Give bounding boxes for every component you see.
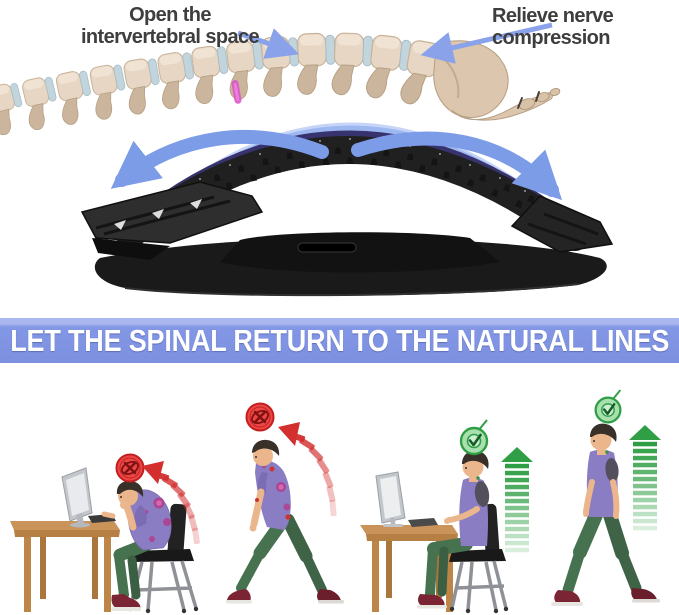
callout-line: Relieve nerve [492,5,614,27]
office-chair [127,503,199,614]
computer-monitor-icon [61,467,116,528]
left-curved-arrow-icon [110,130,329,189]
x-circle-icon [115,453,145,483]
green-up-arrow-icon [501,447,533,553]
left-callout-arrow-icon [237,28,300,59]
callout-line: Open the [129,4,211,26]
right-callout-arrow-icon [420,22,553,64]
green-up-arrow-icon [629,425,661,531]
adjustment-ratchet [80,181,264,260]
person-good-walking [551,423,660,606]
check-circle-icon [594,388,622,424]
posture-scene-bad-walking [226,402,344,604]
banner: LET THE SPINAL RETURN TO THE NATURAL LIN… [0,318,679,363]
highlighted-disc [231,80,242,104]
right-curved-arrow-icon [351,131,563,201]
callout-relieve-nerve: Relieve nerve compression [492,5,672,50]
back-stretcher-device [80,122,614,297]
banner-text: LET THE SPINAL RETURN TO THE NATURAL LIN… [10,322,669,358]
computer-monitor-icon [375,471,438,527]
callout-open-space: Open the intervertebral space [58,4,282,49]
posture-scene-good-walking [551,388,661,606]
x-circle-icon [245,402,275,432]
person-bad-sitting [101,480,172,611]
red-curved-arrow-icon [142,461,201,545]
callout-line: intervertebral space [80,26,260,49]
device-right-end [510,195,614,253]
person-bad-walking [226,439,344,604]
posture-scene-bad-sitting [10,453,201,614]
check-circle-icon [459,418,489,456]
callout-line: compression [492,27,610,50]
spine-illustration [0,32,561,137]
sacrum [433,40,561,121]
red-curved-arrow-icon [278,422,337,517]
desk [10,521,120,612]
posture-scene-good-sitting [360,418,533,614]
person-good-sitting [417,450,490,609]
